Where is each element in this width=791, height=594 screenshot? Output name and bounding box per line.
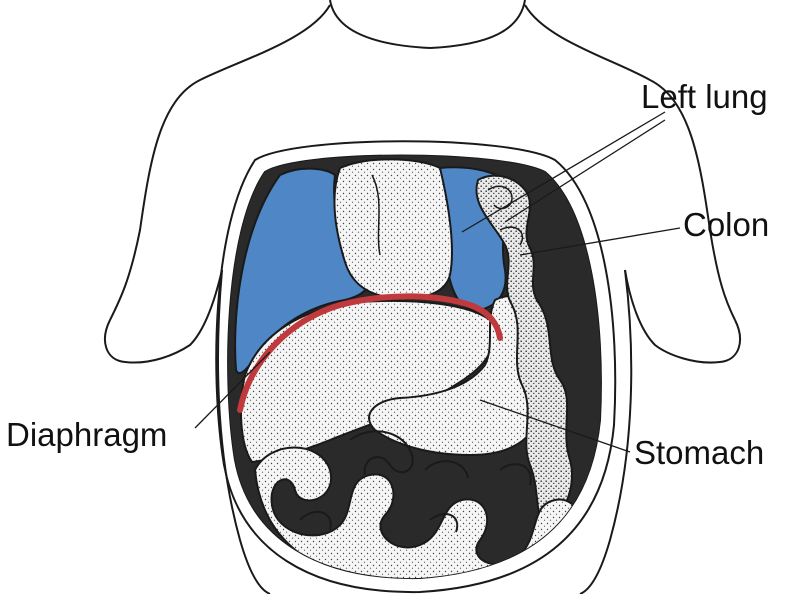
label-diaphragm: Diaphragm bbox=[6, 418, 167, 451]
label-left-lung: Left lung bbox=[641, 80, 768, 113]
heart bbox=[335, 159, 452, 298]
label-stomach: Stomach bbox=[634, 436, 764, 469]
label-colon: Colon bbox=[683, 208, 769, 241]
